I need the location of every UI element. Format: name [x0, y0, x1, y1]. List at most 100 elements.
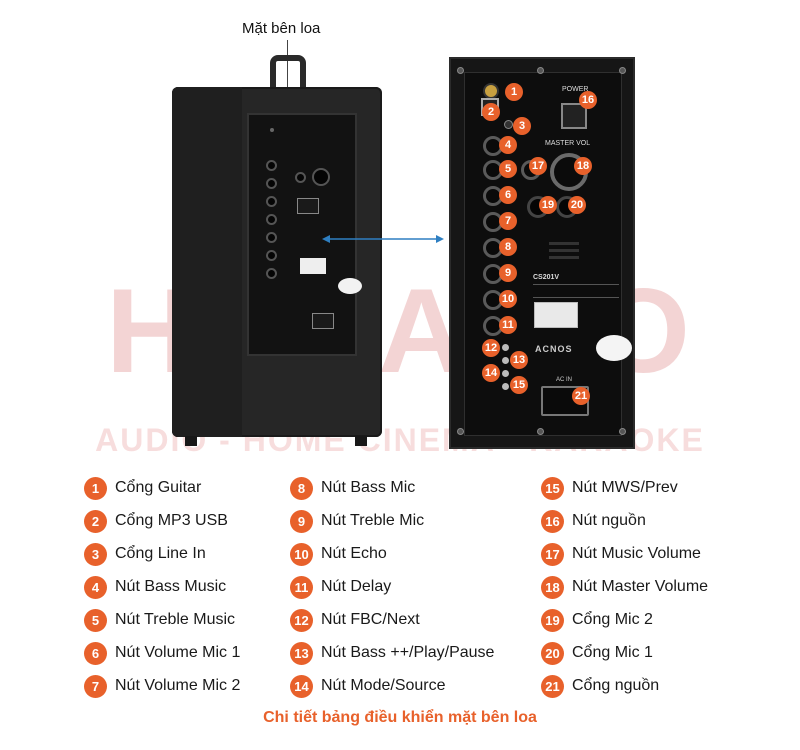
legend-number: 13: [290, 641, 313, 665]
small-knob: [266, 268, 277, 279]
small-sticker: [338, 278, 362, 294]
bass-play-button: [502, 357, 509, 364]
legend-label: Cổng Line In: [115, 545, 206, 562]
callout-13: 13: [510, 351, 528, 369]
speaker-control-panel-small: [247, 113, 357, 356]
legend-number: 16: [541, 509, 564, 533]
legend-item: 3 Cổng Line In: [84, 541, 206, 567]
barcode-label: [534, 302, 578, 328]
callout-10: 10: [499, 290, 517, 308]
callout-12: 12: [482, 339, 500, 357]
small-knob: [266, 232, 277, 243]
legend-number: 15: [541, 476, 564, 500]
legend-label: Nút Mode/Source: [321, 677, 446, 694]
legend-item: 8 Nút Bass Mic: [290, 475, 415, 501]
vent: [549, 249, 579, 252]
warranty-sticker: [596, 335, 632, 361]
legend-number: 7: [84, 674, 107, 698]
legend-item: 15 Nút MWS/Prev: [541, 475, 678, 501]
legend-label: Nút Treble Mic: [321, 512, 425, 529]
callout-21: 21: [572, 387, 590, 405]
power-label: POWER: [562, 86, 589, 93]
legend-label: Nút MWS/Prev: [572, 479, 678, 496]
legend-item: 14 Nút Mode/Source: [290, 673, 446, 699]
screw-icon: [537, 428, 544, 435]
callout-18: 18: [574, 157, 592, 175]
legend-number: 3: [84, 542, 107, 566]
legend-number: 20: [541, 641, 564, 665]
legend-item: 20 Cổng Mic 1: [541, 640, 653, 666]
small-knob: [266, 250, 277, 261]
small-knob: [266, 214, 277, 225]
callout-2: 2: [482, 103, 500, 121]
legend-number: 8: [290, 476, 313, 500]
legend-label: Nút Bass Mic: [321, 479, 416, 496]
guitar-jack: [483, 83, 499, 99]
speaker-foot: [185, 436, 197, 446]
legend-number: 1: [84, 476, 107, 500]
vent: [549, 256, 579, 259]
legend-number: 19: [541, 608, 564, 632]
legend-number: 11: [290, 575, 313, 599]
legend-label: Cổng Mic 1: [572, 644, 653, 661]
callout-8: 8: [499, 238, 517, 256]
callout-15: 15: [510, 376, 528, 394]
legend-label: Cổng Guitar: [115, 479, 202, 496]
small-mic-jack: [297, 198, 319, 214]
legend-number: 5: [84, 608, 107, 632]
legend-number: 21: [541, 674, 564, 698]
legend-item: 17 Nút Music Volume: [541, 541, 701, 567]
small-guitar-jack: [270, 128, 274, 132]
side-label-leader-line: [287, 40, 288, 90]
legend-label: Nút Volume Mic 1: [115, 644, 241, 661]
ac-in-label: AC IN: [556, 377, 573, 383]
legend-number: 18: [541, 575, 564, 599]
callout-3: 3: [513, 117, 531, 135]
callout-14: 14: [482, 364, 500, 382]
callout-16: 16: [579, 91, 597, 109]
callout-4: 4: [499, 136, 517, 154]
callout-19: 19: [539, 196, 557, 214]
panel-brand: ACNOS: [535, 344, 573, 354]
screw-icon: [537, 67, 544, 74]
screw-icon: [619, 428, 626, 435]
legend-item: 11 Nút Delay: [290, 574, 391, 600]
legend-item: 5 Nút Treble Music: [84, 607, 235, 633]
double-arrow-icon: [322, 235, 444, 243]
vent: [549, 242, 579, 245]
callout-6: 6: [499, 186, 517, 204]
legend-number: 2: [84, 509, 107, 533]
legend-number: 17: [541, 542, 564, 566]
legend-label: Nút Music Volume: [572, 545, 701, 562]
legend-label: Nút Bass ++/Play/Pause: [321, 644, 495, 661]
callout-9: 9: [499, 264, 517, 282]
speaker-foot: [355, 436, 367, 446]
callout-7: 7: [499, 212, 517, 230]
legend-label: Nút Treble Music: [115, 611, 236, 628]
legend-label: Cổng MP3 USB: [115, 512, 228, 529]
legend-item: 13 Nút Bass ++/Play/Pause: [290, 640, 494, 666]
legend-number: 14: [290, 674, 313, 698]
callout-5: 5: [499, 160, 517, 178]
speaker-handle: [270, 55, 306, 89]
callout-20: 20: [568, 196, 586, 214]
callout-17: 17: [529, 157, 547, 175]
mws-button: [502, 383, 509, 390]
fbc-button: [502, 344, 509, 351]
legend-number: 9: [290, 509, 313, 533]
legend-item: 1 Cổng Guitar: [84, 475, 201, 501]
callout-11: 11: [499, 316, 517, 334]
screw-icon: [457, 67, 464, 74]
line-in-port: [504, 120, 513, 129]
legend-number: 12: [290, 608, 313, 632]
screw-icon: [619, 67, 626, 74]
legend-label: Nút Delay: [321, 578, 392, 595]
small-knob: [266, 196, 277, 207]
